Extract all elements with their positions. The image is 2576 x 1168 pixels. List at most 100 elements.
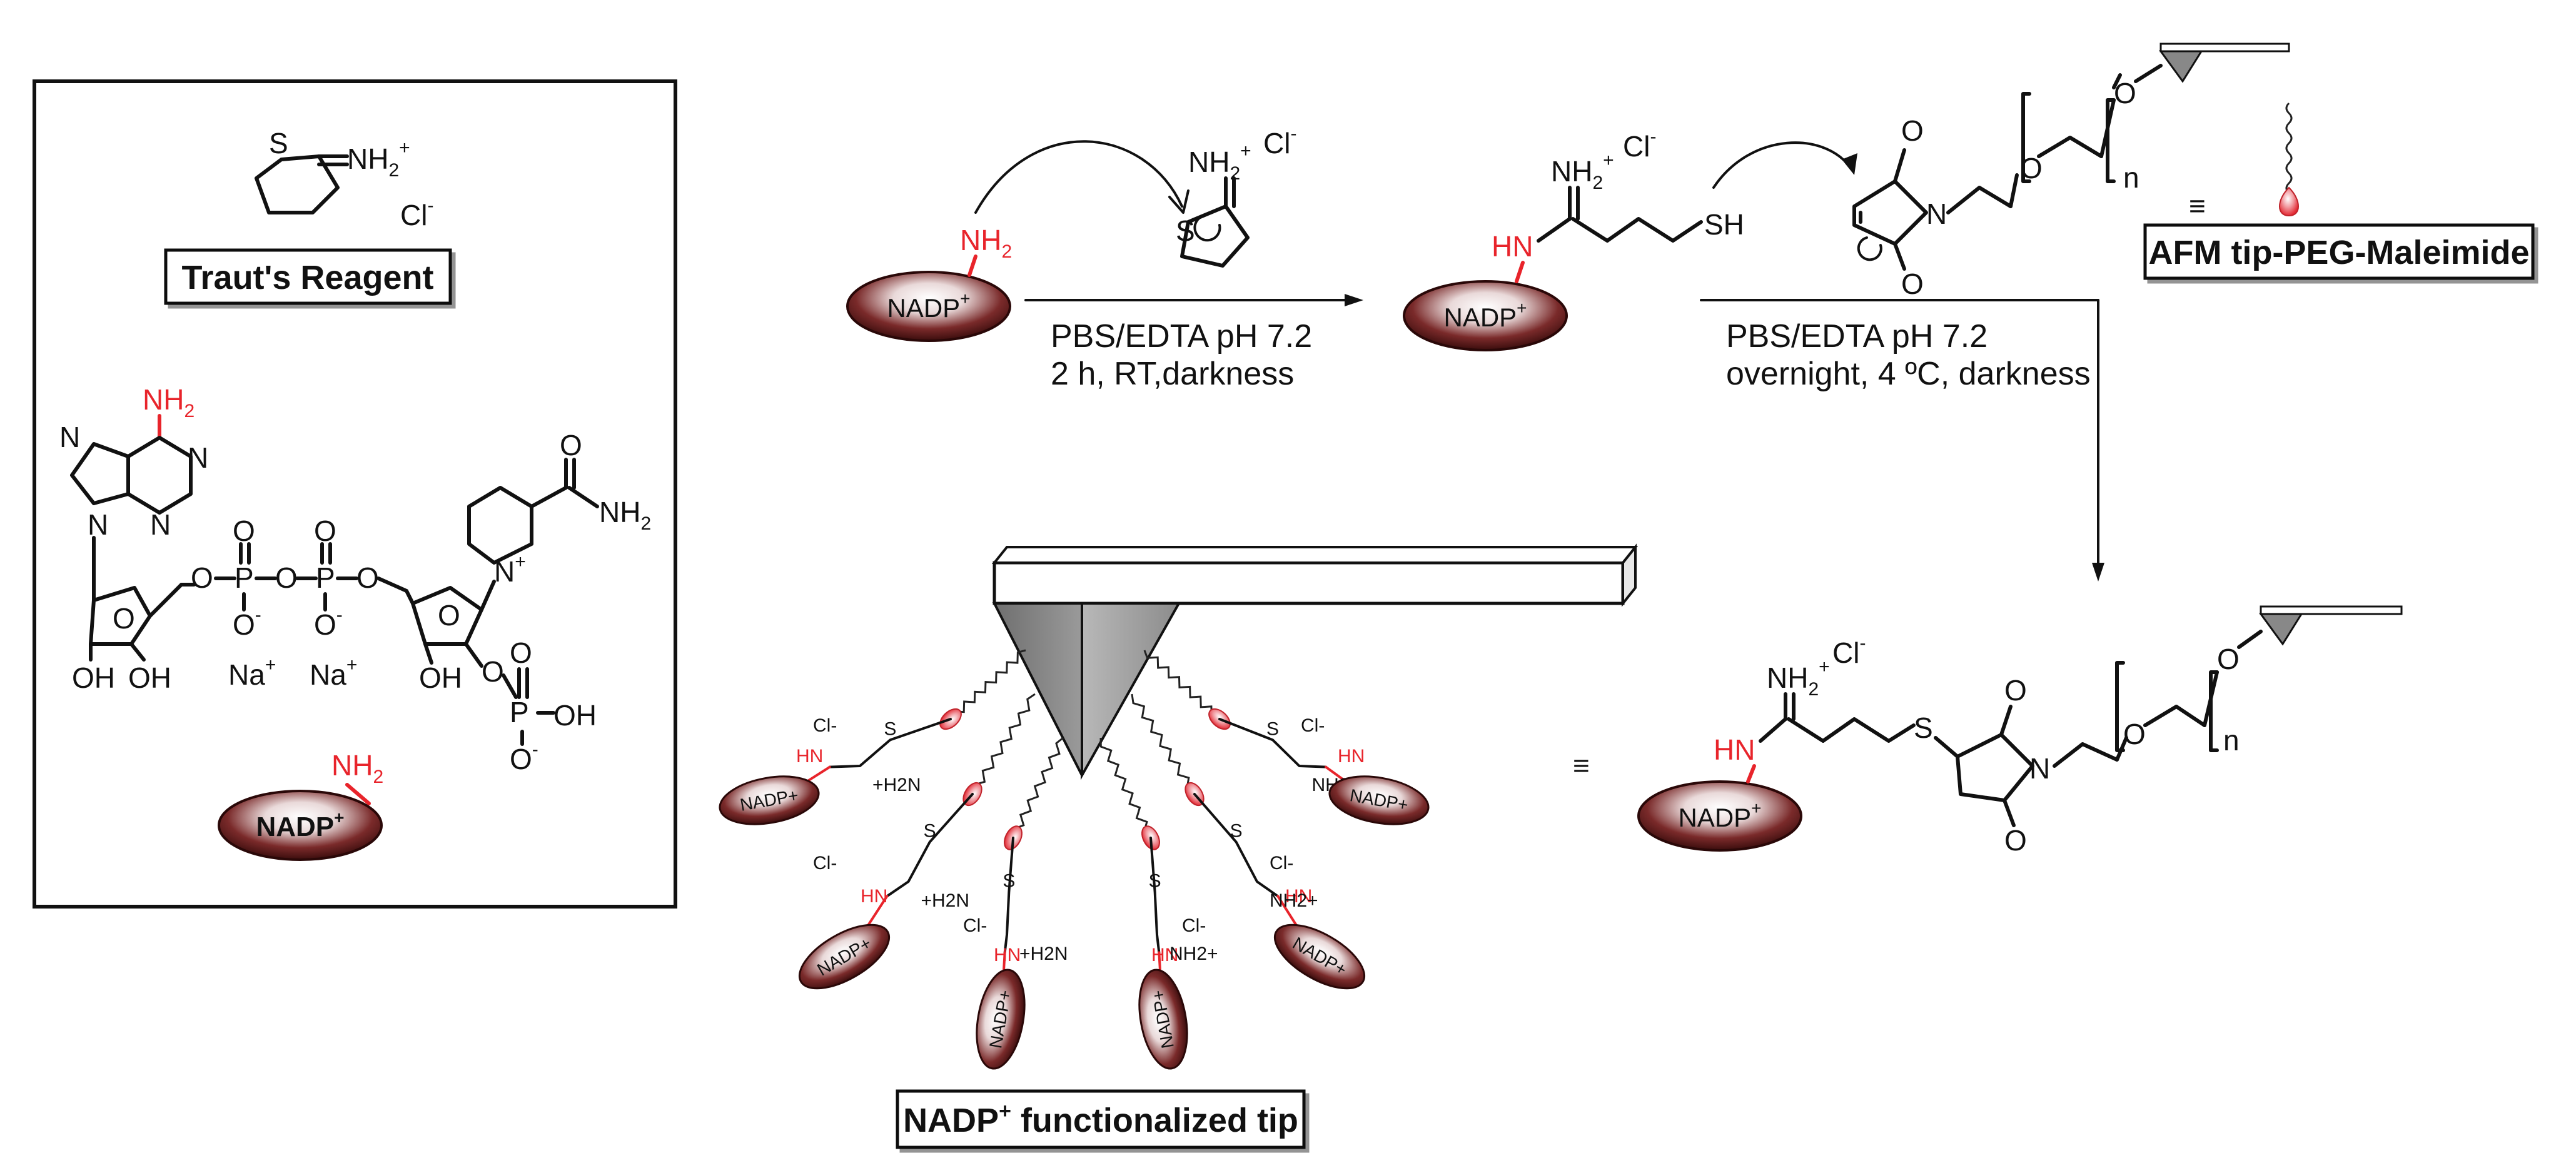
iminium-label: +H2N	[921, 890, 970, 911]
atom-nh2: NH2+	[347, 138, 410, 181]
phosphate-o-minus: O-	[510, 739, 538, 775]
trauts-reagent-text: Traut's Reagent	[182, 259, 434, 296]
atom-s: S	[1266, 718, 1279, 739]
peg-chain	[1131, 693, 1198, 793]
trauts-reagent-structure: S NH2+ Cl-	[255, 127, 433, 231]
atom-n: N	[59, 421, 80, 453]
amide-nh2: NH2	[599, 496, 651, 534]
michael-addition-arrow	[1712, 141, 1852, 189]
svg-text:O: O	[2123, 718, 2146, 750]
final-conjugate: NADP+ HN NH2+ Cl- S O O N O n O	[1637, 605, 2403, 857]
amide-o: O	[560, 429, 582, 461]
spacer-chain	[886, 793, 974, 898]
maleimide-peg: O O N O n O	[1852, 43, 2290, 300]
nadp-bead	[1273, 924, 1366, 990]
atom-s: S	[1149, 871, 1161, 892]
hydroxyl: OH	[72, 662, 115, 694]
atom-s: S	[1230, 821, 1243, 842]
trauts-reagent-in-scheme: S NH2+ Cl-	[1176, 123, 1296, 268]
phosphate-o-minus: O-	[314, 605, 343, 641]
svg-text:NH2: NH2	[331, 749, 383, 787]
atom-n: N	[188, 441, 208, 474]
sodium-ion: Na+	[310, 655, 357, 691]
atom-hn: HN	[861, 886, 887, 907]
peg-chain	[1012, 737, 1064, 840]
nadp-bead	[976, 969, 1026, 1070]
step2-conditions-line1: PBS/EDTA pH 7.2	[1726, 318, 1988, 355]
step1-conditions-line2: 2 h, RT,darkness	[1051, 356, 1294, 392]
atom-hn: HN	[1338, 746, 1365, 767]
legend-box	[33, 79, 677, 909]
peg-chain	[1099, 737, 1154, 837]
afm-tip-text: AFM tip-PEG-Maleimide	[2148, 234, 2529, 271]
peg-chain	[1143, 650, 1223, 718]
afm-tip-label	[2143, 223, 2535, 280]
functionalized-tip-label	[896, 1089, 1306, 1149]
tip-linkers: SCl-HN+H2NNADP+SCl-HN+H2NNADP+SCl-HN+H2N…	[719, 649, 1430, 1070]
svg-text:NH2+: NH2+	[1551, 150, 1614, 193]
atom-n: N	[150, 508, 171, 541]
svg-text:NADP+: NADP+	[1678, 798, 1761, 832]
ring-o: O	[438, 599, 460, 632]
ring-o: O	[113, 602, 135, 635]
chloride-label: Cl-	[400, 195, 433, 231]
svg-text:n: n	[2223, 724, 2240, 757]
nadp-bead-legend: NH2 NADP+	[218, 749, 383, 861]
atom-o: O	[275, 561, 298, 594]
hydroxyl: OH	[128, 662, 171, 694]
svg-text:NADP+: NADP+	[887, 289, 970, 323]
chloride-label: Cl-	[1832, 633, 1866, 669]
spacer-chain	[828, 718, 952, 768]
repeat-index: n	[2123, 161, 2139, 194]
svg-text:NH2: NH2	[960, 224, 1012, 262]
atom-o: O	[191, 561, 213, 594]
pyridinium-n: N+	[494, 551, 526, 588]
spacer-chain	[1193, 793, 1280, 898]
svg-text:NH2+: NH2+	[1767, 657, 1830, 700]
adenine-nh2: NH2	[143, 383, 194, 421]
svg-text:S: S	[1914, 712, 1933, 744]
chloride-label: Cl-	[1270, 853, 1293, 873]
chloride-label: Cl-	[963, 915, 987, 936]
nucleophilic-attack-arrow	[974, 140, 1183, 214]
svg-text:N: N	[2029, 752, 2050, 785]
chloride-label: Cl-	[1623, 126, 1656, 163]
chloride-label: Cl-	[1182, 915, 1206, 936]
spacer-chain	[1003, 837, 1014, 954]
chloride-label: Cl-	[813, 715, 837, 736]
atom-o: O	[314, 515, 336, 547]
chloride-label: Cl-	[1301, 715, 1325, 736]
trauts-reagent-label	[164, 248, 452, 305]
atom-hn: HN	[796, 746, 823, 767]
nadp-bead	[798, 924, 891, 990]
svg-text:O: O	[1901, 268, 1924, 300]
thiol: SH	[1704, 208, 1744, 241]
nadp-bead	[1328, 775, 1430, 825]
spacer-chain	[1218, 718, 1327, 768]
nadp-structure: NH2 N N N N O OH OH O P O O- O P O	[59, 383, 651, 775]
svg-text:O: O	[2004, 824, 2027, 857]
atom-s: S	[269, 127, 288, 159]
atom-o: O	[510, 637, 532, 669]
hydroxyl: OH	[419, 662, 462, 694]
atom-s: S	[884, 718, 896, 739]
svg-text:HN: HN	[1492, 230, 1533, 263]
atom-s: S	[924, 821, 936, 842]
atom-p: P	[316, 561, 335, 594]
tip-drop-icon	[2279, 102, 2299, 217]
atom-s: S	[1003, 871, 1015, 892]
nadp-bead	[719, 775, 820, 825]
svg-text:NADP+: NADP+	[256, 808, 344, 842]
atom-o: O	[356, 561, 379, 594]
svg-text:O: O	[2114, 77, 2136, 109]
atom-s: S	[1176, 214, 1195, 247]
atom-n: N	[88, 508, 108, 541]
svg-text:O: O	[2004, 674, 2027, 707]
iminium-label: NH2+	[1169, 944, 1218, 964]
equivalence-sign: ≡	[2189, 189, 2206, 222]
